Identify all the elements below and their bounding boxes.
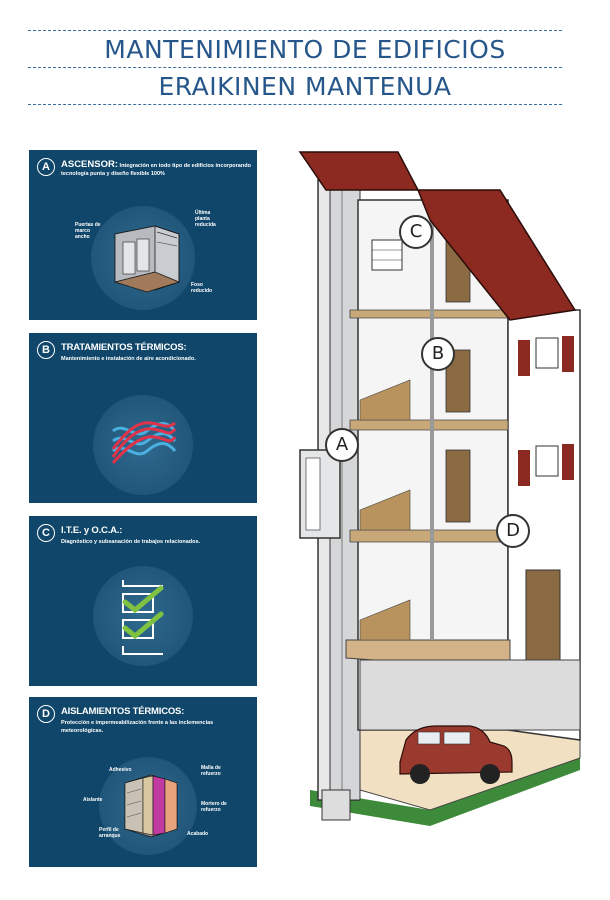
- label-ultima-planta: Última planta reducida: [195, 210, 216, 228]
- panel-description: Protección e impermeabilización frente a…: [61, 720, 214, 734]
- thermal-waves-icon: [111, 421, 177, 464]
- panel-letter-badge: A: [37, 158, 55, 176]
- dash-line-top: [28, 30, 562, 31]
- label-aislante: Aislante: [83, 797, 103, 803]
- panel-title: TRATAMIENTOS TÉRMICOS:: [61, 342, 187, 353]
- panel-ite-oca: C I.T.E. y O.C.A.: Diagnóstico y subsana…: [29, 516, 257, 686]
- page-title-line1: MANTENIMIENTO DE EDIFICIOS: [104, 35, 506, 64]
- panel-description-text: Integración en todo tipo de edificios in…: [61, 163, 251, 177]
- panel-letter-badge: D: [37, 705, 55, 723]
- insulation-layers-illustration: [124, 774, 178, 838]
- label-adhesivo: Adhesivo: [109, 767, 132, 773]
- label-puertas: Puertas de marco ancho: [75, 222, 101, 240]
- dash-line-middle: [28, 67, 562, 68]
- illustration-disc: [93, 566, 193, 666]
- illustration-disc: [93, 395, 193, 495]
- panel-letter-badge: C: [37, 524, 55, 542]
- marker-d: D: [496, 514, 530, 548]
- marker-c: C: [399, 215, 433, 249]
- building-cutaway-illustration: [298, 151, 581, 826]
- marker-a: A: [325, 428, 359, 462]
- panel-letter-badge: B: [37, 341, 55, 359]
- label-mortero: Mortero de refuerzo: [201, 801, 227, 813]
- panel-description: ASCENSOR: Integración en todo tipo de ed…: [61, 159, 251, 178]
- panel-title-inline: ASCENSOR:: [61, 159, 119, 170]
- dash-line-bottom: [28, 104, 562, 105]
- page-title-line2: ERAIKINEN MANTENUA: [158, 72, 452, 101]
- panel-ascensor: A ASCENSOR: Integración en todo tipo de …: [29, 150, 257, 320]
- panel-title: AISLAMIENTOS TÉRMICOS:: [61, 706, 185, 717]
- panel-tratamientos: B TRATAMIENTOS TÉRMICOS: Mantenimiento e…: [29, 333, 257, 503]
- checklist-icon: [122, 580, 164, 655]
- panel-description: Diagnóstico y subsanación de trabajos re…: [61, 539, 201, 545]
- panel-aislamientos: D AISLAMIENTOS TÉRMICOS: Protección e im…: [29, 697, 257, 867]
- marker-b: B: [421, 337, 455, 371]
- panel-description: Mantenimiento e instalación de aire acon…: [61, 356, 196, 362]
- label-acabado: Acabado: [187, 831, 209, 837]
- elevator-cabin-illustration: [113, 225, 181, 293]
- panel-title: I.T.E. y O.C.A.:: [61, 525, 123, 536]
- label-foso: Foso reducido: [191, 282, 213, 294]
- label-perfil: Perfil de arranque: [99, 827, 121, 839]
- label-malla: Malla de refuerzo: [201, 765, 221, 777]
